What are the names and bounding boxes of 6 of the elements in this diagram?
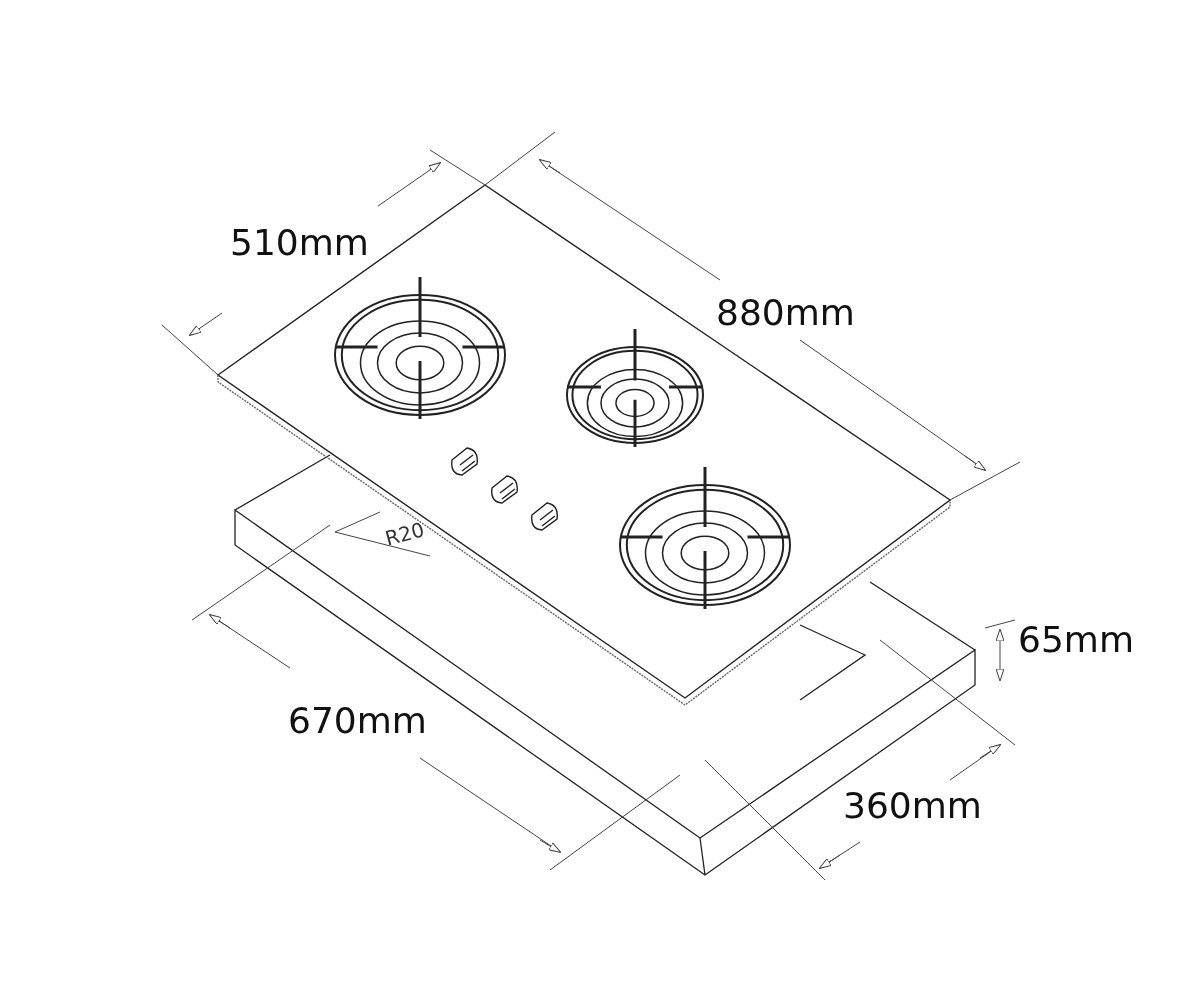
radius-label: R20 (383, 519, 427, 549)
dimension-label: 510mm (230, 225, 369, 261)
dimension-label: 880mm (716, 295, 855, 331)
dimension-label: 65mm (1018, 622, 1134, 658)
dimension-label: 360mm (843, 788, 982, 824)
dimension-label: 670mm (288, 703, 427, 739)
